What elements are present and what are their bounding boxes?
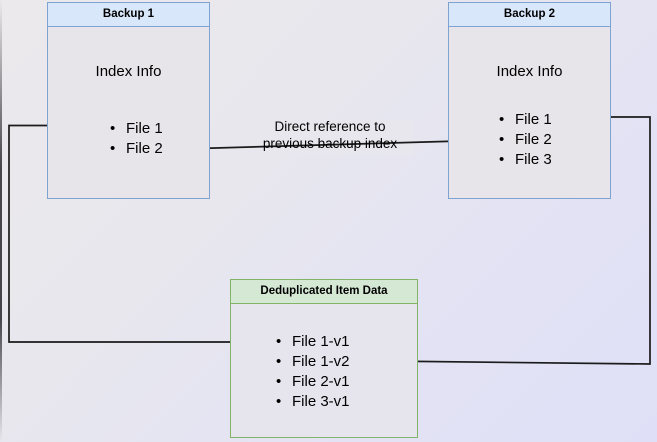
dedup-file-list: File 1-v1 File 1-v2 File 2-v1 File 3-v1 bbox=[276, 332, 350, 412]
list-item: File 2 bbox=[110, 139, 163, 159]
direct-reference-caption: Direct reference to previous backup inde… bbox=[248, 118, 412, 152]
caption-line-2: previous backup index bbox=[262, 136, 398, 151]
backup-2-index-label: Index Info bbox=[496, 63, 563, 80]
backup-2-file-list: File 1 File 2 File 3 bbox=[499, 110, 552, 170]
node-backup-2-body: Index Info File 1 File 2 File 3 bbox=[449, 27, 610, 198]
list-item: File 2-v1 bbox=[276, 372, 350, 392]
node-backup-1-body: Index Info File 1 File 2 bbox=[48, 27, 209, 198]
list-item: File 1-v1 bbox=[276, 332, 350, 352]
list-item: File 1-v2 bbox=[276, 352, 350, 372]
list-item: File 1 bbox=[499, 110, 552, 130]
node-dedup-header: Deduplicated Item Data bbox=[231, 280, 417, 304]
node-deduplicated-item-data: Deduplicated Item Data File 1-v1 File 1-… bbox=[230, 279, 418, 438]
backup-1-file-list: File 1 File 2 bbox=[110, 119, 163, 159]
caption-line-1: Direct reference to bbox=[274, 119, 386, 134]
backup-1-index-label: Index Info bbox=[95, 63, 162, 80]
list-item: File 3 bbox=[499, 150, 552, 170]
left-edge-shadow bbox=[0, 0, 2, 442]
node-backup-1-header: Backup 1 bbox=[48, 3, 209, 27]
node-backup-2-header: Backup 2 bbox=[449, 3, 610, 27]
list-item: File 1 bbox=[110, 119, 163, 139]
node-backup-1: Backup 1 Index Info File 1 File 2 bbox=[47, 2, 210, 199]
node-backup-2: Backup 2 Index Info File 1 File 2 File 3 bbox=[448, 2, 611, 199]
node-dedup-body: File 1-v1 File 1-v2 File 2-v1 File 3-v1 bbox=[231, 304, 417, 437]
list-item: File 2 bbox=[499, 130, 552, 150]
list-item: File 3-v1 bbox=[276, 392, 350, 412]
